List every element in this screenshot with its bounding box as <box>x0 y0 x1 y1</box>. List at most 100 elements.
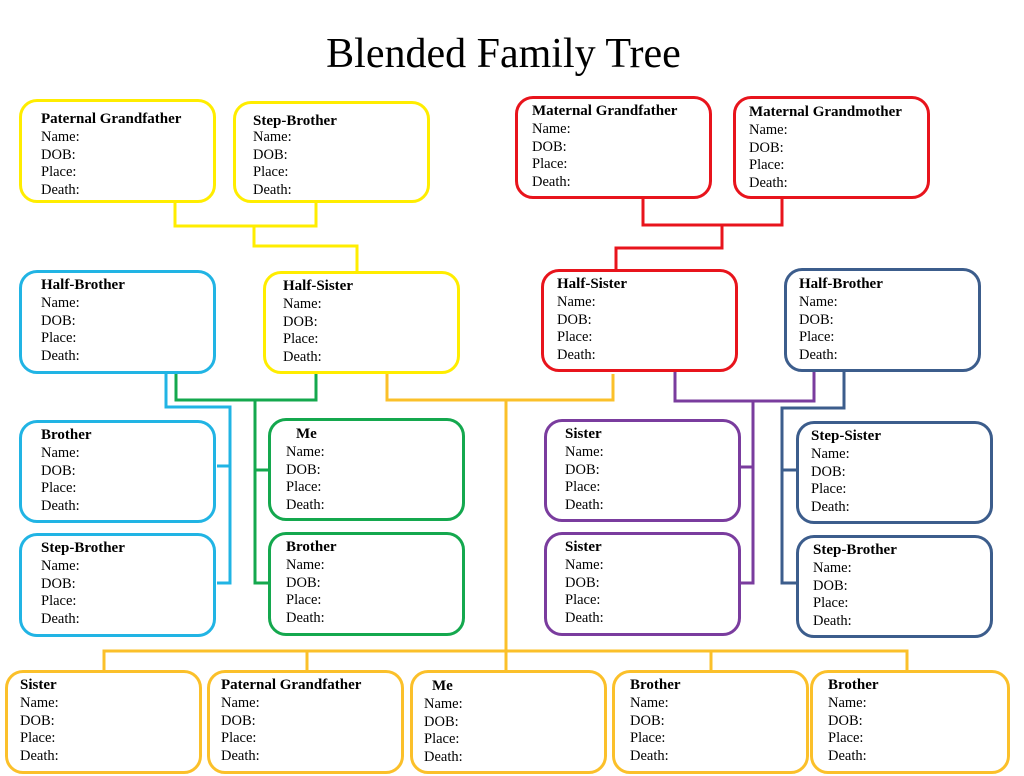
field-label-dob: DOB: <box>20 712 55 729</box>
card-title: Paternal Grandfather <box>221 677 362 693</box>
connector-cyan <box>164 374 232 585</box>
field-label-place: Place: <box>286 479 322 496</box>
connector-green <box>174 374 318 585</box>
field-label-dob: DOB: <box>532 138 567 155</box>
field-label-name: Name: <box>813 560 852 576</box>
field-label-place: Place: <box>557 329 593 346</box>
field-label-name: Name: <box>749 122 788 138</box>
field-label-death: Death: <box>565 609 604 626</box>
connector-yellow <box>173 203 359 271</box>
field-label-place: Place: <box>286 592 322 609</box>
field-label-name: Name: <box>565 557 604 573</box>
field-label-dob: DOB: <box>424 713 459 730</box>
field-label-death: Death: <box>41 497 80 514</box>
field-label-dob: DOB: <box>41 312 76 329</box>
field-label-name: Name: <box>565 444 604 460</box>
field-label-place: Place: <box>565 592 601 609</box>
field-label-place: Place: <box>532 156 568 173</box>
field-label-death: Death: <box>41 181 80 198</box>
field-label-place: Place: <box>811 481 847 498</box>
card-title: Step-Brother <box>813 542 897 558</box>
field-label-place: Place: <box>253 164 289 181</box>
field-label-dob: DOB: <box>565 574 600 591</box>
card-title: Step-Brother <box>253 113 337 129</box>
field-label-dob: DOB: <box>41 146 76 163</box>
card-title: Brother <box>286 539 337 555</box>
field-label-place: Place: <box>630 730 666 747</box>
field-label-death: Death: <box>557 346 596 363</box>
field-label-dob: DOB: <box>799 311 834 328</box>
field-label-death: Death: <box>221 747 260 764</box>
field-label-dob: DOB: <box>41 462 76 479</box>
field-label-place: Place: <box>41 330 77 347</box>
card-title: Sister <box>565 426 602 442</box>
field-label-death: Death: <box>813 612 852 629</box>
field-label-dob: DOB: <box>283 313 318 330</box>
field-label-death: Death: <box>630 747 669 764</box>
field-label-place: Place: <box>221 730 257 747</box>
field-label-place: Place: <box>749 157 785 174</box>
card-title: Half-Sister <box>557 276 627 292</box>
field-label-name: Name: <box>41 445 80 461</box>
card-title: Me <box>432 678 453 694</box>
card-title: Half-Sister <box>283 278 353 294</box>
field-label-place: Place: <box>565 479 601 496</box>
card-title: Step-Brother <box>41 540 125 556</box>
field-label-name: Name: <box>20 695 59 711</box>
card-title: Sister <box>565 539 602 555</box>
card-title: Me <box>296 426 317 442</box>
field-label-dob: DOB: <box>630 712 665 729</box>
field-label-name: Name: <box>630 695 669 711</box>
field-label-death: Death: <box>20 747 59 764</box>
field-label-death: Death: <box>565 496 604 513</box>
field-label-death: Death: <box>286 609 325 626</box>
field-label-dob: DOB: <box>813 577 848 594</box>
field-label-place: Place: <box>828 730 864 747</box>
field-label-place: Place: <box>41 593 77 610</box>
field-label-place: Place: <box>283 331 319 348</box>
card-title: Maternal Grandfather <box>532 103 678 119</box>
field-label-dob: DOB: <box>286 574 321 591</box>
card-title: Paternal Grandfather <box>41 111 182 127</box>
field-label-name: Name: <box>799 294 838 310</box>
field-label-dob: DOB: <box>565 461 600 478</box>
field-label-place: Place: <box>41 480 77 497</box>
field-label-place: Place: <box>813 595 849 612</box>
field-label-place: Place: <box>799 329 835 346</box>
field-label-death: Death: <box>41 347 80 364</box>
card-title: Half-Brother <box>41 277 125 293</box>
field-label-name: Name: <box>532 121 571 137</box>
card-title: Brother <box>630 677 681 693</box>
field-label-dob: DOB: <box>286 461 321 478</box>
card-title: Brother <box>41 427 92 443</box>
field-label-place: Place: <box>20 730 56 747</box>
field-label-death: Death: <box>253 181 292 198</box>
field-label-dob: DOB: <box>253 146 288 163</box>
field-label-death: Death: <box>811 498 850 515</box>
field-label-death: Death: <box>749 174 788 191</box>
field-label-name: Name: <box>41 295 80 311</box>
card-title: Maternal Grandmother <box>749 104 902 120</box>
field-label-place: Place: <box>424 731 460 748</box>
field-label-dob: DOB: <box>828 712 863 729</box>
connector-purple <box>673 372 816 585</box>
card-title: Sister <box>20 677 57 693</box>
field-label-death: Death: <box>799 346 838 363</box>
field-label-name: Name: <box>557 294 596 310</box>
